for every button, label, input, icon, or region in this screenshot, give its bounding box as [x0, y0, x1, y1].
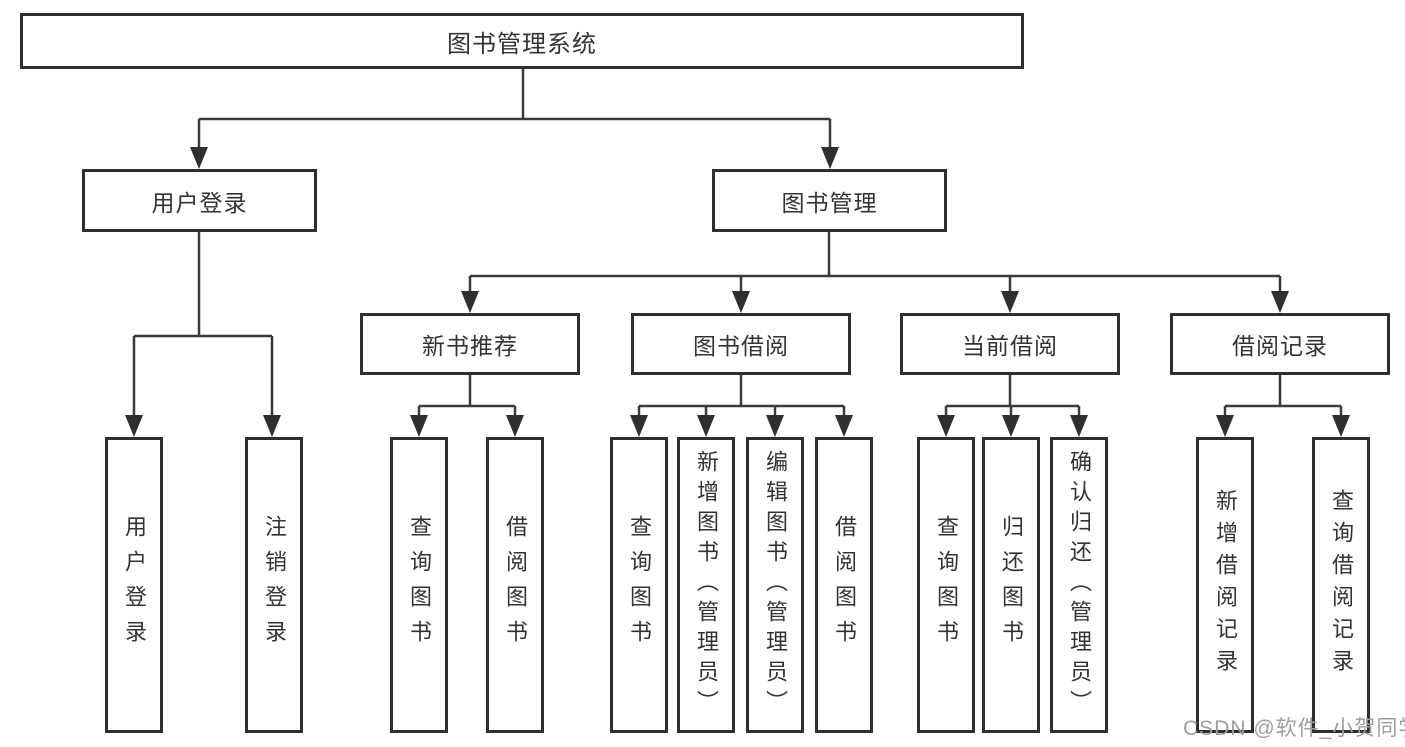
leaf-confirm-return-admin-label: 确认归还（管理员） [1067, 450, 1092, 720]
node-book-management: 图书管理 [712, 169, 947, 232]
leaf-query-book-recommend: 查询图书 [390, 437, 448, 733]
node-user-login: 用户登录 [82, 169, 317, 232]
leaf-confirm-return-admin: 确认归还（管理员） [1050, 437, 1108, 733]
leaf-add-borrow-record: 新增借阅记录 [1196, 437, 1254, 733]
node-borrow-record-label: 借阅记录 [1232, 333, 1328, 359]
node-book-management-label: 图书管理 [781, 189, 878, 216]
node-current-borrow: 当前借阅 [900, 313, 1120, 375]
node-library-system: 图书管理系统 [20, 13, 1024, 69]
node-new-book-recommend: 新书推荐 [360, 313, 580, 375]
leaf-logout: 注销登录 [245, 437, 303, 733]
node-book-borrow: 图书借阅 [631, 313, 851, 375]
leaf-return-book-label: 归还图书 [999, 515, 1024, 655]
leaf-borrow-book-label: 借阅图书 [832, 515, 857, 655]
arrowheads [125, 147, 1350, 437]
leaf-add-book-admin-label: 新增图书（管理员） [694, 450, 719, 720]
node-user-login-label: 用户登录 [151, 189, 248, 216]
leaf-return-book: 归还图书 [982, 437, 1040, 733]
node-current-borrow-label: 当前借阅 [962, 333, 1058, 359]
leaf-query-book-current-label: 查询图书 [934, 515, 959, 655]
node-borrow-record: 借阅记录 [1170, 313, 1390, 375]
leaf-query-book-current: 查询图书 [917, 437, 975, 733]
node-new-book-recommend-label: 新书推荐 [422, 333, 518, 359]
connector-paths [132, 69, 1343, 418]
leaf-user-login-label: 用户登录 [122, 515, 147, 655]
leaf-query-book-borrow-label: 查询图书 [627, 515, 652, 655]
node-library-system-label: 图书管理系统 [447, 30, 597, 58]
leaf-add-borrow-record-label: 新增借阅记录 [1213, 489, 1238, 681]
leaf-borrow-book: 借阅图书 [815, 437, 873, 733]
leaf-query-borrow-record-label: 查询借阅记录 [1329, 489, 1354, 681]
leaf-query-book-borrow: 查询图书 [610, 437, 668, 733]
leaf-edit-book-admin: 编辑图书（管理员） [746, 437, 804, 733]
csdn-watermark: CSDN @软件_小贺同学 [1183, 717, 1405, 740]
leaf-query-book-recommend-label: 查询图书 [407, 515, 432, 655]
leaf-logout-label: 注销登录 [262, 515, 287, 655]
leaf-query-borrow-record: 查询借阅记录 [1312, 437, 1370, 733]
leaf-add-book-admin: 新增图书（管理员） [677, 437, 735, 733]
node-book-borrow-label: 图书借阅 [693, 333, 789, 359]
leaf-borrow-book-recommend: 借阅图书 [486, 437, 544, 733]
leaf-borrow-book-recommend-label: 借阅图书 [503, 515, 528, 655]
leaf-user-login: 用户登录 [105, 437, 163, 733]
leaf-edit-book-admin-label: 编辑图书（管理员） [763, 450, 788, 720]
